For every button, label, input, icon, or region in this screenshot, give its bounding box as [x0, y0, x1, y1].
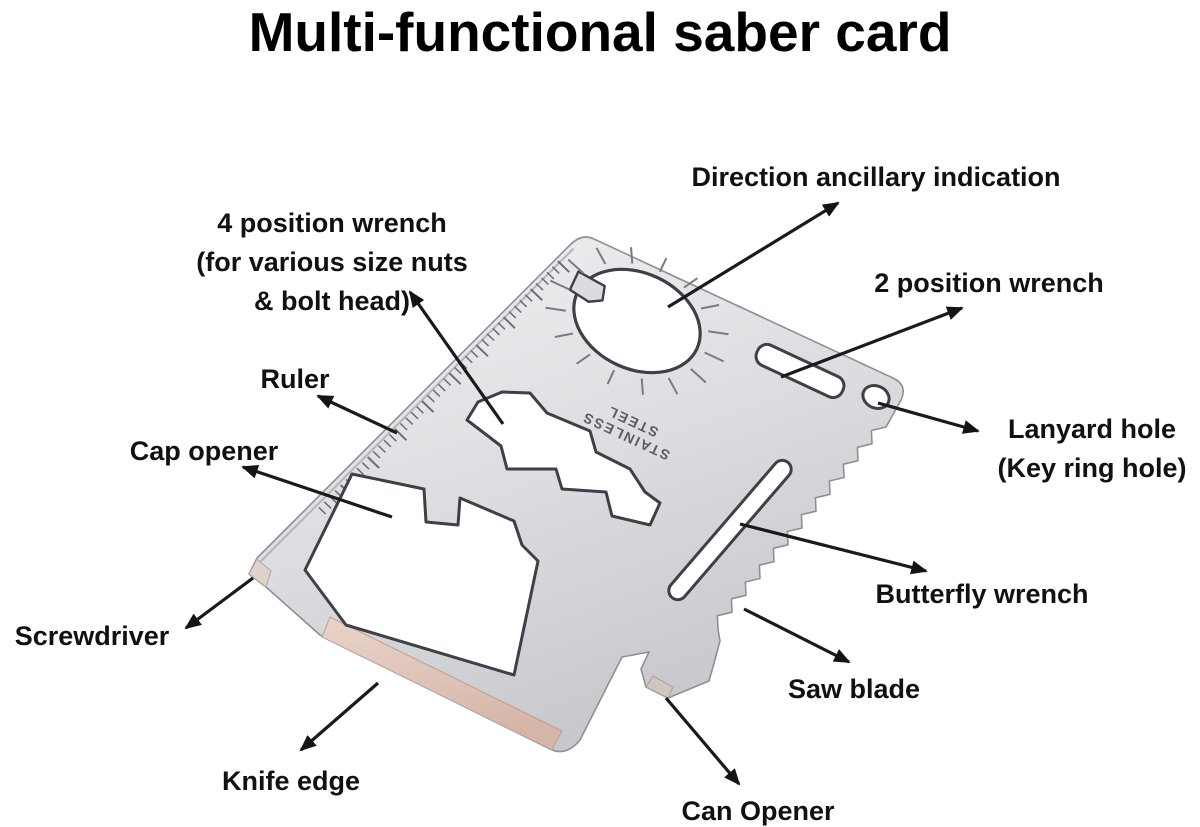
can-opener-bevel: [645, 675, 674, 699]
direction-indicator-ticks: [545, 247, 729, 395]
arrow-butterfly: [739, 522, 928, 575]
four-position-wrench-cutout: [465, 390, 662, 527]
butterfly-wrench-slot: [667, 458, 793, 602]
label-knife-edge: Knife edge: [221, 766, 361, 796]
label-butterfly-wrench: Butterfly wrench: [875, 579, 1089, 609]
ruler-ticks: [318, 260, 570, 515]
label-2-position-wrench: 2 position wrench: [874, 268, 1104, 298]
label-4-position-wrench: 4 position wrench (for various size nuts…: [196, 208, 468, 317]
label-direction-ancillary-indication: Direction ancillary indication: [691, 162, 1061, 192]
label-lanyard-hole: Lanyard hole (Key ring hole): [997, 414, 1187, 484]
arrow-saw-blade: [743, 607, 851, 664]
arrow-knife-edge: [299, 681, 380, 752]
ruler-edge-chamfer: [259, 247, 575, 563]
label-saw-blade: Saw blade: [787, 674, 921, 704]
callout-arrows: [184, 201, 980, 786]
cap-opener-window: [303, 472, 540, 677]
arrow-wrench4: [408, 290, 505, 425]
label-ruler: Ruler: [260, 364, 330, 394]
arrow-cap-opener: [241, 465, 393, 519]
arrow-lanyard: [877, 401, 980, 434]
direction-indicator-notch: [568, 270, 606, 303]
arrow-ruler: [316, 394, 398, 435]
label-can-opener: Can Opener: [681, 796, 835, 826]
screwdriver-bevel: [248, 558, 272, 588]
knife-edge-bevel: [321, 616, 563, 751]
arrow-screwdriver: [184, 576, 254, 630]
label-cap-opener: Cap opener: [129, 436, 279, 466]
arrow-wrench2: [780, 306, 964, 379]
arrow-direction: [667, 201, 840, 309]
arrow-can-opener: [664, 696, 741, 786]
page-title: Multi-functional saber card: [248, 1, 952, 63]
label-screwdriver: Screwdriver: [14, 621, 170, 651]
